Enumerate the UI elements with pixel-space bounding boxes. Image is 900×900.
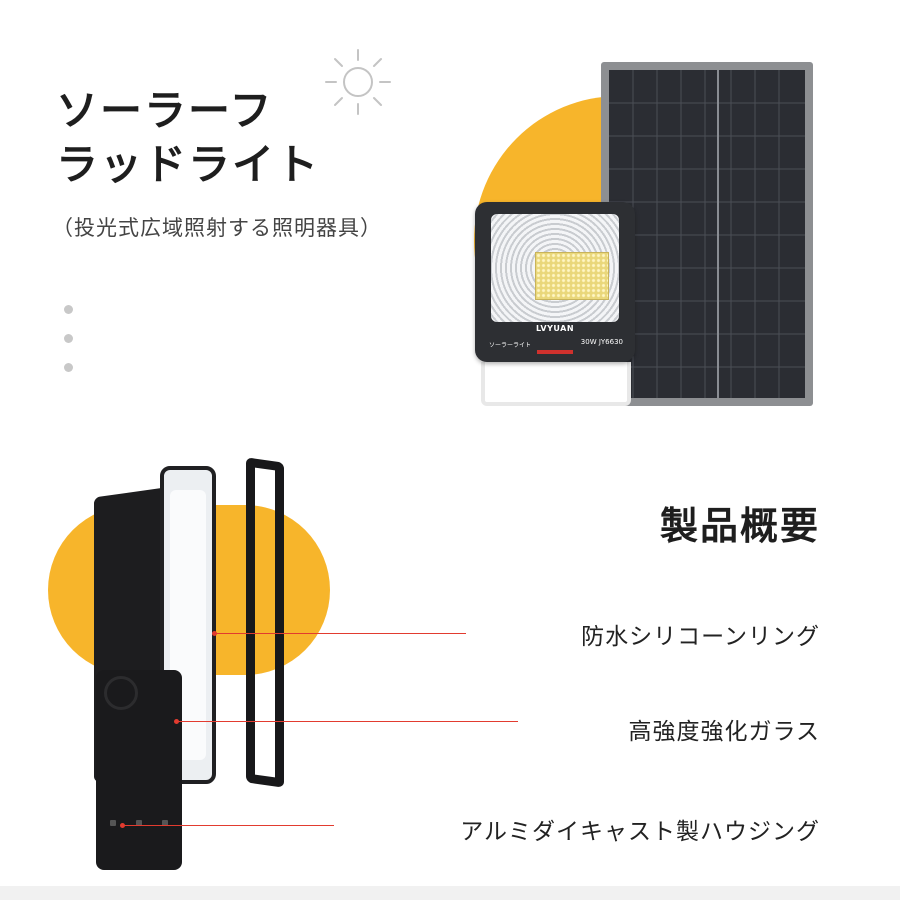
dot [64, 305, 73, 314]
solar-panel-grid [609, 70, 805, 398]
silicone-ring [246, 457, 284, 788]
solar-panel-cells [609, 70, 805, 398]
tempered-glass [160, 466, 216, 784]
overview-heading: 製品概要 [659, 504, 820, 548]
floodlight-image: LVYUAN ソーラーライト 30W JY6630 [475, 202, 635, 412]
page-title: ソーラーフ ラッドライト [56, 84, 320, 192]
floodlight-reflector [491, 214, 619, 322]
leader-line-housing [122, 825, 334, 826]
feature-label-housing: アルミダイキャスト製ハウジング [460, 819, 820, 845]
floodlight-red-strip [537, 350, 573, 354]
feature-label-ring: 防水シリコーンリング [581, 624, 820, 650]
feature-label-glass: 高強度強化ガラス [628, 719, 820, 745]
stand-slot [136, 820, 142, 826]
title-line-1: ソーラーフ [56, 86, 274, 135]
leader-line-ring [214, 633, 466, 634]
adjust-knob [104, 676, 138, 710]
dot [64, 334, 73, 343]
floodlight-brand: LVYUAN [535, 324, 575, 333]
title-line-2: ラッドライト [56, 140, 321, 189]
bottom-band [0, 886, 900, 900]
sun-icon [325, 49, 391, 115]
decorative-dots [64, 305, 74, 392]
floodlight-model: 30W JY6630 [580, 338, 623, 346]
stand-slot [162, 820, 168, 826]
floodlight-bracket [481, 362, 631, 406]
floodlight-name: ソーラーライト [489, 342, 532, 349]
floodlight-body: LVYUAN ソーラーライト 30W JY6630 [475, 202, 635, 362]
leader-line-glass [176, 721, 518, 722]
page-subtitle: （投光式広域照射する照明器具） [52, 216, 382, 240]
led-array [535, 252, 609, 300]
stand-slot [110, 820, 116, 826]
solar-panel-image [601, 62, 813, 406]
dot [64, 363, 73, 372]
